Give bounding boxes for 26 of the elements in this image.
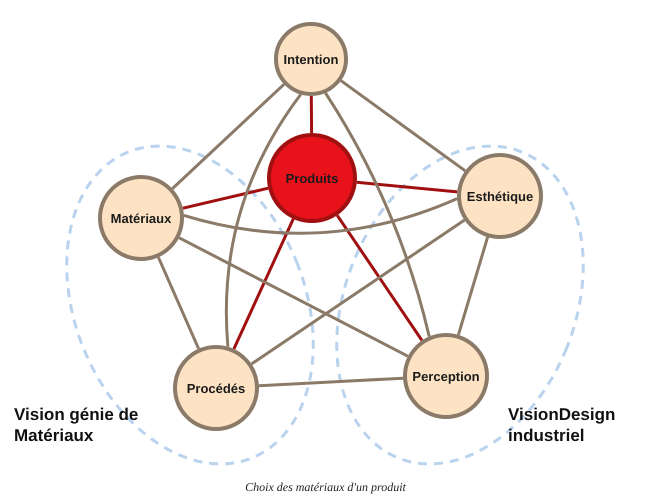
connector-line	[171, 83, 286, 190]
connector-line	[178, 236, 408, 358]
node-label: Intention	[284, 52, 338, 66]
caption: Choix des matériaux d'un produit	[244, 480, 407, 495]
connector-line	[324, 92, 431, 337]
group-label: VisionDesign industriel	[508, 404, 616, 446]
node-label: Procédés	[186, 380, 246, 396]
connector-line	[258, 376, 404, 388]
node-label: Matériaux	[110, 210, 172, 226]
concept-circle	[267, 133, 357, 223]
connector-line	[356, 180, 458, 194]
connector-line	[157, 256, 200, 350]
node-label: Perception	[412, 368, 480, 384]
connector-line	[232, 218, 295, 350]
connector-line	[225, 94, 302, 347]
concept-circle	[274, 22, 348, 96]
connector-line	[184, 197, 458, 235]
connector-line	[456, 236, 490, 336]
group-label: Vision génie de Matériaux	[14, 404, 140, 446]
connector-line	[336, 214, 424, 342]
connector-line	[340, 79, 466, 172]
node-label: Esthétique	[466, 188, 534, 204]
connector-line	[182, 186, 269, 210]
connector-line	[250, 218, 466, 366]
node-label: Produits	[286, 170, 338, 186]
connector-line	[310, 96, 314, 134]
